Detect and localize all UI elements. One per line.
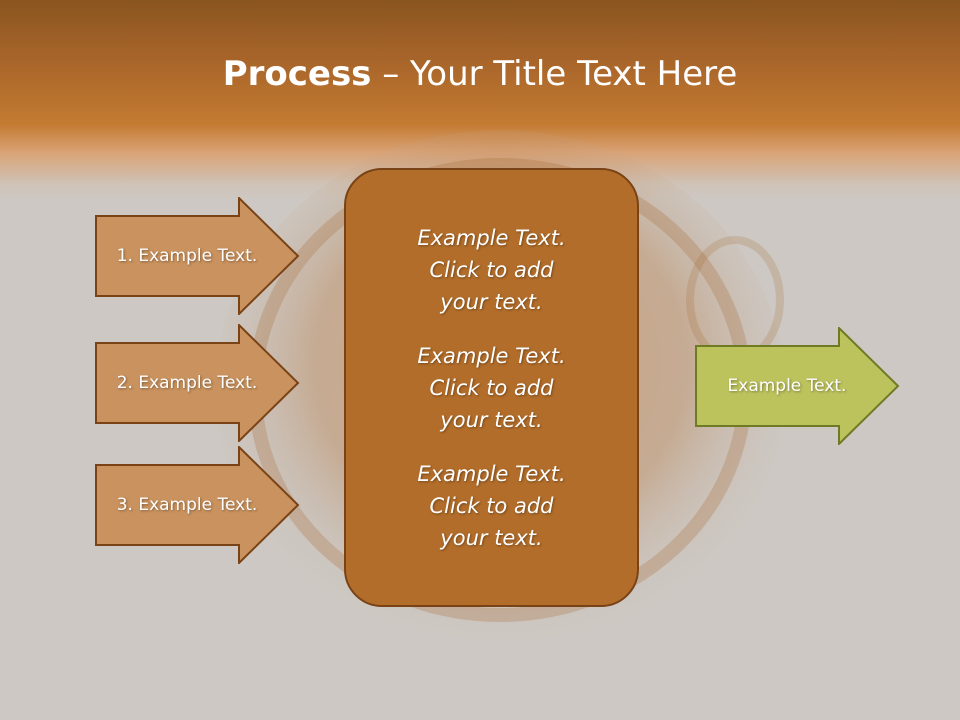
process-text-block: Example Text. Click to add your text.: [417, 340, 565, 436]
title-rest: – Your Title Text Here: [371, 54, 738, 94]
output-arrow-label: Example Text.: [727, 376, 847, 396]
title-bold: Process: [222, 54, 372, 94]
arrow-shape-icon: [95, 446, 300, 564]
process-text-line: your text.: [440, 407, 543, 432]
input-arrow-1: 1. Example Text.: [95, 197, 300, 315]
process-text-line: your text.: [440, 289, 543, 314]
input-arrow-label: 1. Example Text.: [116, 246, 258, 266]
input-arrow-2: 2. Example Text.: [95, 324, 300, 442]
process-text-line: Example Text.: [417, 225, 566, 250]
process-text-line: your text.: [440, 525, 543, 550]
process-text-line: Click to add: [429, 493, 554, 518]
arrow-shape-icon: [95, 324, 300, 442]
arrow-shape-icon: [695, 327, 900, 445]
arrow-shape-icon: [95, 197, 300, 315]
process-text-line: Click to add: [429, 375, 554, 400]
output-arrow: Example Text.: [695, 327, 900, 445]
process-text-line: Example Text.: [417, 343, 566, 368]
slide-title: Process – Your Title Text Here: [0, 52, 960, 96]
process-text-line: Click to add: [429, 257, 554, 282]
process-text-line: Example Text.: [417, 461, 566, 486]
input-arrow-3: 3. Example Text.: [95, 446, 300, 564]
process-box: Example Text. Click to add your text. Ex…: [344, 168, 639, 607]
input-arrow-label: 2. Example Text.: [116, 373, 258, 393]
input-arrow-label: 3. Example Text.: [116, 495, 258, 515]
process-text-block: Example Text. Click to add your text.: [417, 222, 565, 318]
process-text-block: Example Text. Click to add your text.: [417, 458, 565, 554]
